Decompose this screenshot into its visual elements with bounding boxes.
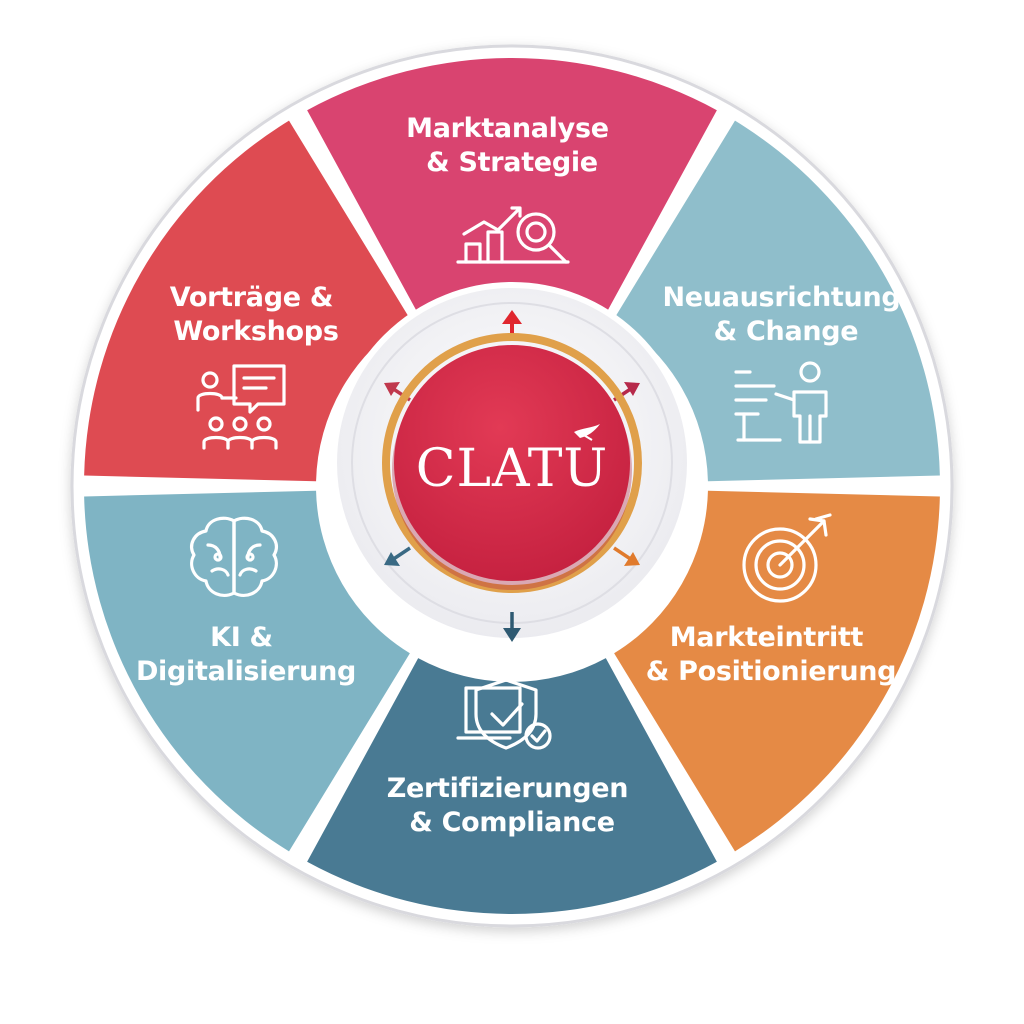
arrow-downleft-icon — [384, 546, 411, 566]
arrow-down-icon — [503, 612, 521, 642]
segment-zertifizierungen[interactable] — [307, 658, 717, 914]
segment-marktanalyse[interactable] — [307, 57, 717, 314]
arrow-downright-icon — [613, 546, 640, 566]
logo-gold-ring — [382, 333, 642, 593]
segment-neuausrichtung[interactable] — [614, 120, 940, 482]
brain-icon — [190, 516, 278, 597]
label-marktanalyse: Marktanalyse & Strategie — [406, 113, 618, 178]
label-neuausrichtung: Neuausrichtung & Change — [662, 282, 909, 347]
label-ki: KI & Digitalisierung — [136, 622, 356, 687]
shield-check-icon — [456, 678, 552, 750]
chart-magnifier-icon — [456, 206, 570, 264]
label-zertifizierungen: Zertifizierungen & Compliance — [387, 773, 638, 838]
logo-text: CLATU — [416, 439, 609, 499]
label-markteintritt: Markteintritt & Positionierung — [646, 622, 896, 687]
segment-vortraege[interactable] — [84, 120, 410, 482]
presenter-board-icon — [734, 361, 828, 444]
segments-group — [84, 57, 940, 914]
bird-icon — [574, 424, 600, 441]
label-vortraege: Vorträge & Workshops — [170, 282, 342, 347]
logo-disc[interactable] — [394, 345, 630, 581]
target-arrow-icon — [742, 513, 832, 603]
segment-markteintritt[interactable] — [614, 490, 940, 852]
segment-ki[interactable] — [84, 490, 410, 852]
audience-presentation-icon — [196, 364, 286, 450]
